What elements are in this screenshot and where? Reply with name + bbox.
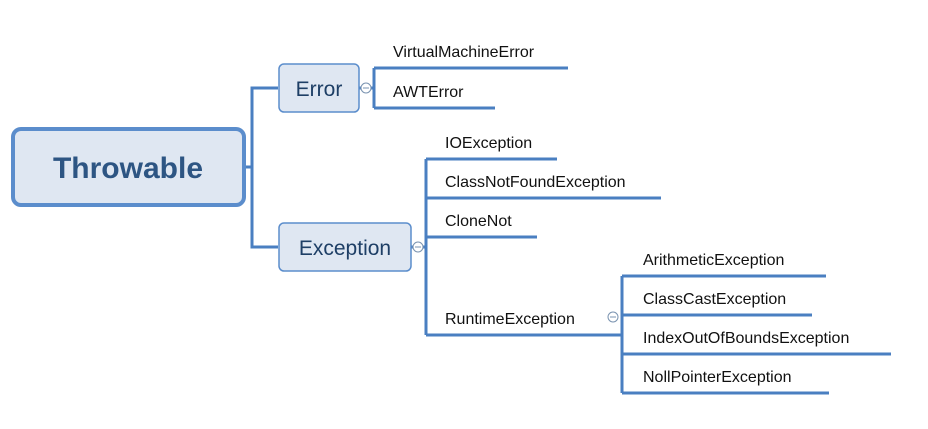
runtime-collapse-toggle[interactable]: [607, 311, 619, 323]
runtime-connector: [604, 276, 624, 393]
error-node-label: Error: [296, 78, 343, 101]
root-node-box[interactable]: [11, 127, 246, 207]
exception-collapse-toggle[interactable]: [412, 241, 424, 253]
root-connector: [245, 86, 278, 249]
node-virtualmachineerror[interactable]: VirtualMachineError: [393, 44, 535, 61]
node-classnotfoundexception[interactable]: ClassNotFoundException: [445, 174, 626, 191]
node-nollpointerexception[interactable]: NollPointerException: [643, 369, 792, 386]
node-arithmeticexception[interactable]: ArithmeticException: [643, 252, 784, 269]
node-classcastexception[interactable]: ClassCastException: [643, 291, 786, 308]
node-awterror[interactable]: AWTError: [393, 84, 464, 101]
node-runtimeexception[interactable]: RuntimeException: [445, 311, 575, 328]
node-ioexception[interactable]: IOException: [445, 135, 532, 152]
node-indexoutofboundsexception[interactable]: IndexOutOfBoundsException: [643, 330, 849, 347]
root-node-label: Throwable: [53, 152, 203, 185]
error-collapse-toggle[interactable]: [360, 82, 372, 94]
exception-node-box[interactable]: [278, 222, 412, 272]
node-clonenot[interactable]: CloneNot: [445, 213, 512, 230]
exception-node-label: Exception: [299, 237, 391, 260]
error-node-box[interactable]: [278, 63, 360, 113]
